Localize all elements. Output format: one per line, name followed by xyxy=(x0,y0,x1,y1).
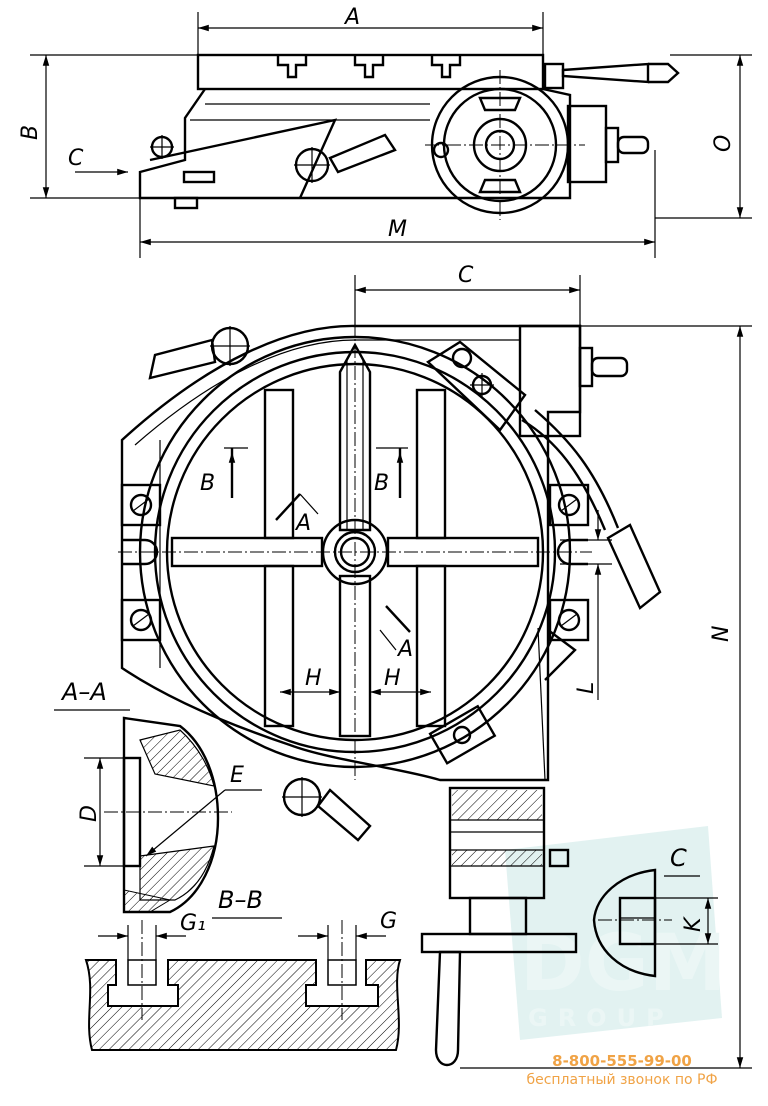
section-B-B-title: B–B xyxy=(218,886,263,914)
section-mark-B-right: B xyxy=(374,447,408,498)
label-B-left-mark: B xyxy=(200,471,215,496)
section-C: C K xyxy=(592,844,718,978)
section-A-A-title: A–A xyxy=(60,678,107,706)
label-K: K xyxy=(681,916,706,932)
label-B-right-mark: B xyxy=(374,471,389,496)
label-A: A xyxy=(343,5,360,30)
dim-B: B xyxy=(18,54,198,199)
label-O: O xyxy=(711,135,736,152)
watermark-logo: DGM GROUP xyxy=(505,826,726,1040)
footer-free-call: бесплатный звонок по РФ xyxy=(526,1072,718,1088)
label-C-top: C xyxy=(68,146,84,171)
section-C-title: C xyxy=(670,844,687,872)
section-mark-A-upper: A xyxy=(275,493,319,536)
label-G1: G₁ xyxy=(180,911,206,936)
section-mark-B-left: B xyxy=(200,447,248,498)
side-view xyxy=(138,53,680,220)
label-C-plan: C xyxy=(458,263,474,288)
dim-M: M xyxy=(139,150,656,258)
plan-view xyxy=(118,300,662,1067)
footer-phone: 8-800-555-99-00 xyxy=(552,1052,692,1070)
label-N: N xyxy=(709,626,734,642)
label-M: M xyxy=(388,217,407,242)
label-E: E xyxy=(230,763,244,788)
section-mark-A-lower: A xyxy=(379,605,413,662)
section-A-A: A–A D E xyxy=(54,678,262,914)
label-D: D xyxy=(77,805,102,822)
dim-H-right: H xyxy=(370,666,431,696)
dim-L: L xyxy=(560,510,612,700)
dim-H-left: H xyxy=(280,666,340,696)
label-A-upper-mark: A xyxy=(294,511,311,536)
label-B: B xyxy=(18,125,43,140)
label-G: G xyxy=(380,909,397,934)
watermark-sub-text: GROUP xyxy=(528,1004,674,1032)
dim-N: N xyxy=(460,325,752,1069)
dim-A: A xyxy=(197,5,544,55)
dim-O: O xyxy=(655,54,752,219)
label-H-left: H xyxy=(305,666,322,691)
arrow-C-top: C xyxy=(68,146,128,176)
dim-C-plan: C xyxy=(354,263,581,326)
label-L: L xyxy=(574,682,599,694)
label-H-right: H xyxy=(384,666,401,691)
section-B-B: B–B G₁ G xyxy=(84,886,402,1051)
label-A-lower-mark: A xyxy=(396,637,413,662)
